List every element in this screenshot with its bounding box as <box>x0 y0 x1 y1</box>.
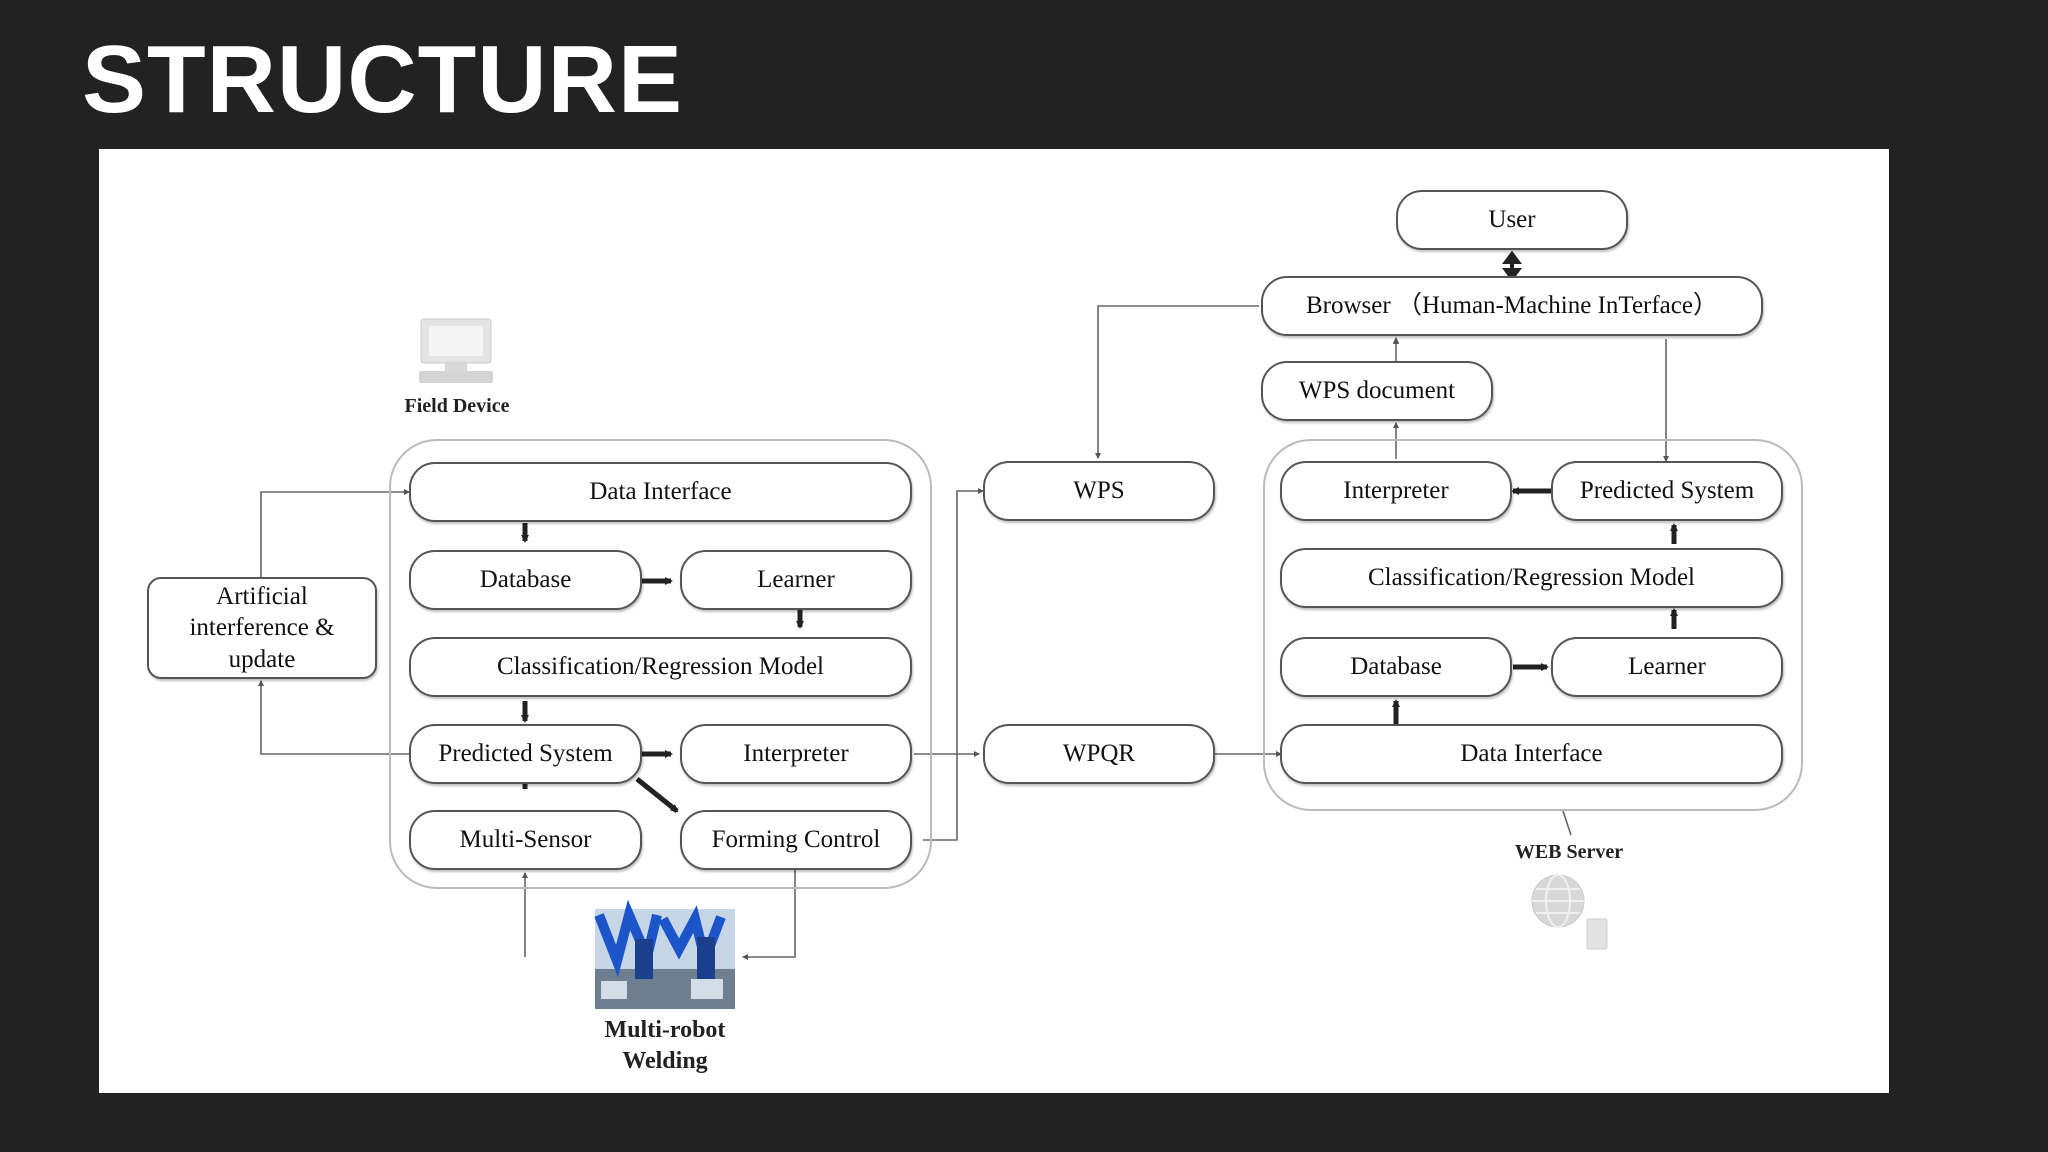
robot-welding-image <box>594 899 735 1009</box>
left-predicted-system: Predicted System <box>409 724 642 784</box>
left-database: Database <box>409 550 642 610</box>
wps-document-node: WPS document <box>1261 361 1493 421</box>
computer-icon <box>419 318 493 383</box>
wpqr-node: WPQR <box>983 724 1215 784</box>
right-data-interface: Data Interface <box>1280 724 1783 784</box>
artificial-interference-box: Artificial interference & update <box>147 577 377 679</box>
user-node: User <box>1396 190 1628 250</box>
right-learner: Learner <box>1551 637 1783 697</box>
left-multi-sensor: Multi-Sensor <box>409 810 642 870</box>
right-interpreter: Interpreter <box>1280 461 1512 521</box>
thin-arrows <box>258 305 1669 960</box>
left-interpreter: Interpreter <box>680 724 912 784</box>
right-database: Database <box>1280 637 1512 697</box>
diagram-connectors <box>258 250 1678 1009</box>
structure-diagram: Data Interface Database Learner Classifi… <box>99 149 1889 1093</box>
left-learner: Learner <box>680 550 912 610</box>
multi-robot-welding-label: Multi-robot Welding <box>604 1017 726 1075</box>
slide-title: STRUCTURE <box>82 26 683 133</box>
user-browser-link <box>1502 250 1522 282</box>
wps-node: WPS <box>983 461 1215 521</box>
right-predicted-system: Predicted System <box>1551 461 1783 521</box>
left-forming-control: Forming Control <box>680 810 912 870</box>
web-server-group <box>1263 439 1803 811</box>
web-server-label: WEB Server <box>1514 841 1624 863</box>
left-data-interface: Data Interface <box>409 462 912 522</box>
field-device-group <box>389 439 932 889</box>
globe-icon <box>1531 874 1608 950</box>
right-classification-model: Classification/Regression Model <box>1280 548 1783 608</box>
field-device-label: Field Device <box>404 395 510 417</box>
left-classification-model: Classification/Regression Model <box>409 637 912 697</box>
browser-node: Browser （Human-Machine InTerface） <box>1261 276 1763 336</box>
